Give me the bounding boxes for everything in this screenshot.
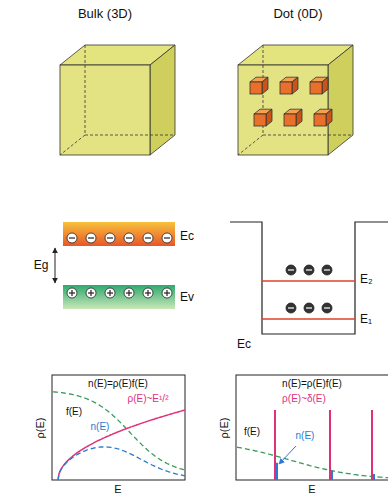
- cube-face: [60, 65, 150, 155]
- text-label: n(E): [295, 431, 316, 441]
- cube-face: [250, 82, 262, 94]
- dos-curve: [58, 410, 185, 480]
- density-peak: [373, 474, 375, 480]
- cube-face: [238, 65, 328, 155]
- sign-mark: [71, 290, 72, 296]
- gap-arrow: [55, 248, 56, 283]
- cube-face: [310, 82, 322, 94]
- sign-mark: [88, 237, 94, 238]
- cube-face: [254, 114, 266, 126]
- hole: [67, 288, 77, 298]
- cube-face: [314, 114, 326, 126]
- hole: [105, 288, 115, 298]
- text-label: Eg: [34, 259, 49, 271]
- density-peak: [276, 463, 278, 480]
- text-label: ρ(E)~E¹/²: [127, 394, 170, 404]
- conduction-band: [63, 222, 175, 246]
- text-label: E₂: [360, 273, 373, 285]
- cube-face: [326, 109, 332, 126]
- cube-face: [266, 109, 272, 126]
- valence-band: [63, 285, 175, 309]
- sign-mark: [126, 237, 132, 238]
- plot-frame: [52, 375, 185, 480]
- text-label: Bulk (3D): [78, 7, 132, 20]
- sign-mark: [306, 307, 312, 308]
- level-line: [262, 318, 355, 320]
- hole: [124, 288, 134, 298]
- delta-peak: [329, 410, 331, 480]
- sign-mark: [109, 290, 110, 296]
- text-label: E₁: [360, 313, 372, 325]
- electron: [67, 233, 77, 243]
- cube-face: [328, 45, 353, 155]
- text-label: ρ(E): [219, 418, 230, 439]
- plot-curves: [53, 392, 388, 480]
- sign-mark: [147, 290, 148, 296]
- text-label: n(E): [90, 422, 111, 432]
- text-label: E: [114, 484, 121, 495]
- sign-mark: [288, 269, 294, 270]
- text-label: ρ(E)~δ(E): [281, 394, 327, 404]
- hole: [162, 288, 172, 298]
- cube-face: [292, 77, 298, 94]
- hole: [143, 288, 153, 298]
- text-label: n(E)=ρ(E)f(E): [281, 379, 343, 389]
- text-label: ρ(E): [35, 418, 46, 439]
- sign-mark: [128, 290, 129, 296]
- hidden-edge: [85, 45, 86, 135]
- electron: [143, 233, 153, 243]
- sign-mark: [166, 290, 167, 296]
- potential-well: [230, 222, 388, 334]
- sign-mark: [324, 307, 330, 308]
- electron: [304, 303, 314, 313]
- text-label: f(E): [243, 427, 261, 437]
- electron: [286, 265, 296, 275]
- sign-mark: [164, 237, 170, 238]
- cube-face: [280, 82, 292, 94]
- cube-face: [296, 109, 302, 126]
- hidden-edge: [238, 135, 263, 155]
- carriers: [67, 233, 332, 313]
- hidden-edge: [60, 135, 85, 155]
- cube-face: [322, 77, 328, 94]
- hole: [86, 288, 96, 298]
- electron: [286, 303, 296, 313]
- density-curve: [58, 447, 185, 480]
- text-label: Ec: [237, 338, 251, 350]
- text-label: Ev: [180, 291, 194, 303]
- cube-face: [150, 45, 175, 155]
- density-peak: [331, 471, 333, 480]
- electron: [322, 265, 332, 275]
- sign-mark: [69, 237, 75, 238]
- electron: [304, 265, 314, 275]
- hidden-edge: [263, 135, 353, 136]
- text-label: Ec: [180, 230, 194, 242]
- delta-peak: [274, 410, 276, 480]
- text-label: n(E)=ρ(E)f(E): [87, 379, 149, 389]
- level-line: [262, 280, 355, 282]
- hidden-edge: [85, 135, 175, 136]
- text-label: f(E): [65, 407, 83, 417]
- electron: [105, 233, 115, 243]
- cube-face: [284, 114, 296, 126]
- text-label: Dot (0D): [273, 7, 322, 20]
- electron: [162, 233, 172, 243]
- leader-arrow: [279, 446, 296, 464]
- plot-frame: [236, 375, 388, 480]
- text-label: E: [308, 484, 315, 495]
- electron: [322, 303, 332, 313]
- sign-mark: [90, 290, 91, 296]
- electron: [86, 233, 96, 243]
- sign-mark: [288, 307, 294, 308]
- delta-peak: [371, 410, 373, 480]
- sign-mark: [107, 237, 113, 238]
- sign-mark: [306, 269, 312, 270]
- electron: [124, 233, 134, 243]
- cube-drawing: [60, 45, 353, 155]
- fermi-curve: [237, 447, 388, 478]
- sign-mark: [324, 269, 330, 270]
- sign-mark: [145, 237, 151, 238]
- cube-face: [262, 77, 268, 94]
